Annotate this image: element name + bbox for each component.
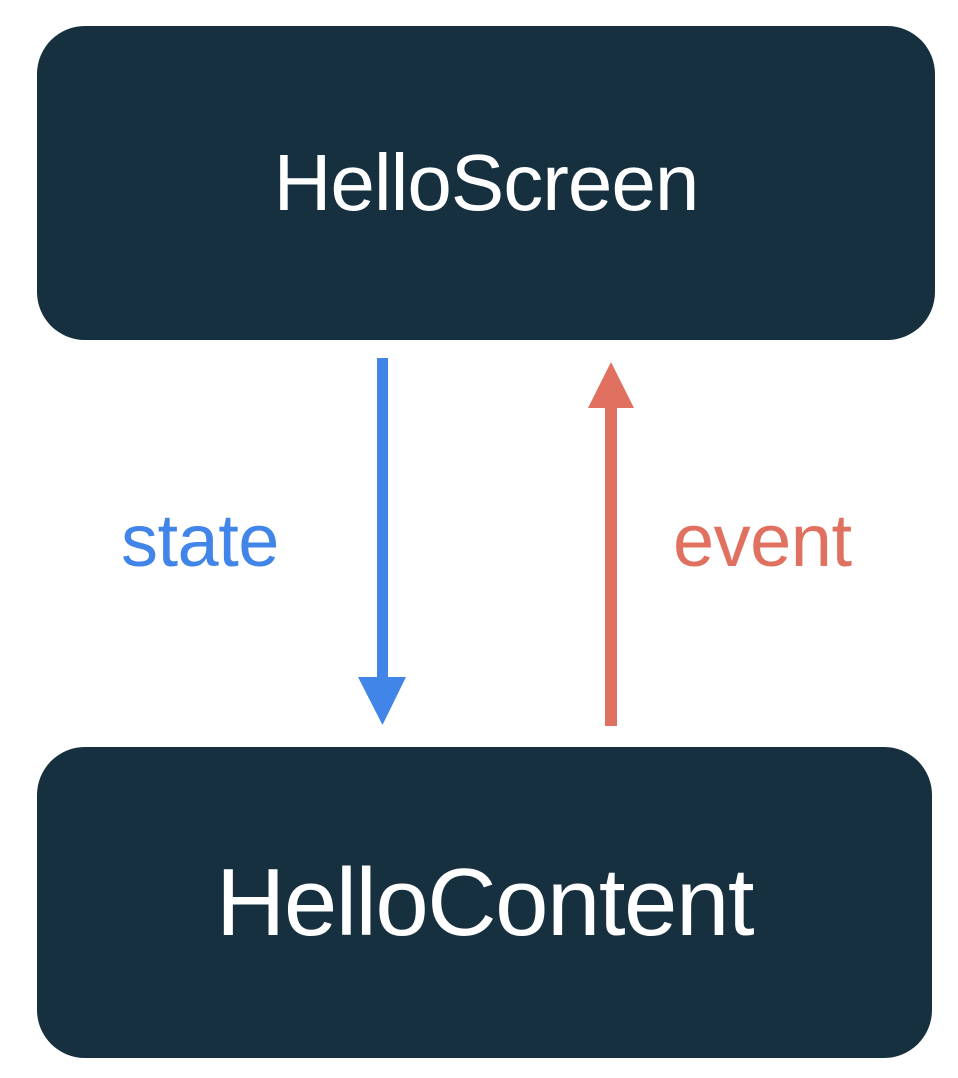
edge-label-state: state: [121, 499, 279, 582]
node-hello-screen[interactable]: HelloScreen: [37, 26, 935, 340]
node-hello-content[interactable]: HelloContent: [37, 747, 932, 1058]
state-arrow-down-icon: [358, 358, 406, 725]
node-hello-screen-label: HelloScreen: [273, 138, 700, 227]
node-hello-content-label: HelloContent: [216, 848, 755, 956]
edge-label-event: event: [673, 499, 852, 582]
event-arrow-up-icon: [588, 362, 634, 726]
